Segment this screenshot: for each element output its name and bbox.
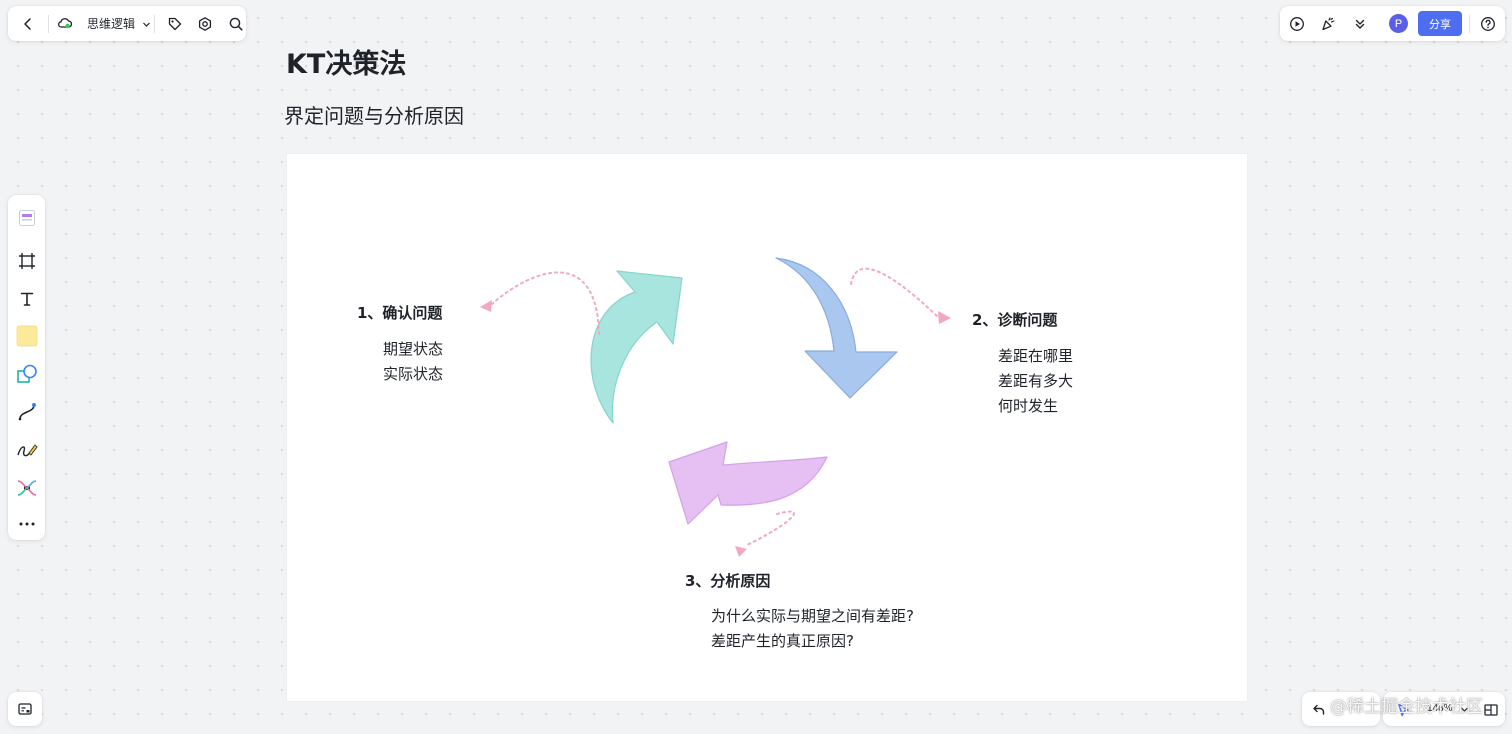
fit-screen-icon[interactable] — [1479, 698, 1503, 722]
step-2-title[interactable]: 2、诊断问题 — [972, 311, 1058, 329]
pointer-icon[interactable] — [1391, 698, 1415, 722]
top-left-toolbar: 思维逻辑 — [8, 6, 246, 41]
zoom-level[interactable]: 148% — [1427, 703, 1453, 714]
tag-icon[interactable] — [163, 12, 187, 36]
page-title: KT决策法 — [286, 49, 407, 80]
collapse-icon[interactable] — [1348, 12, 1372, 36]
connector-step-1[interactable] — [480, 271, 600, 335]
avatar[interactable]: P — [1389, 14, 1408, 33]
minimap-toggle[interactable] — [8, 692, 42, 726]
text-icon[interactable] — [14, 286, 39, 311]
chevron-down-icon[interactable] — [1457, 701, 1471, 717]
connector-icon[interactable] — [14, 399, 39, 424]
purple-cycle-arrow[interactable] — [668, 441, 828, 525]
play-icon[interactable] — [1285, 12, 1309, 36]
sticky-note-icon[interactable] — [14, 323, 39, 348]
step-1-line[interactable]: 期望状态 — [383, 340, 444, 358]
step-2-line[interactable]: 何时发生 — [998, 397, 1059, 415]
doc-name-dropdown[interactable]: 思维逻辑 — [87, 15, 151, 32]
chevron-down-icon — [142, 18, 151, 32]
help-icon[interactable] — [1476, 12, 1500, 36]
frame-icon[interactable] — [14, 248, 39, 273]
toolbar-divider — [48, 15, 49, 33]
page-subtitle: 界定问题与分析原因 — [284, 104, 464, 128]
step-3-line[interactable]: 差距产生的真正原因? — [711, 632, 854, 650]
connector-step-2[interactable] — [850, 267, 951, 324]
cycle-diagram — [480, 257, 951, 557]
celebrate-icon[interactable] — [1316, 12, 1340, 36]
toolbar-divider — [1469, 15, 1470, 33]
toolbar-divider — [154, 15, 155, 33]
template-icon[interactable] — [14, 205, 39, 230]
back-icon[interactable] — [16, 12, 40, 36]
step-2-line[interactable]: 差距在哪里 — [998, 347, 1074, 365]
undo-icon[interactable] — [1307, 697, 1331, 721]
step-2-line[interactable]: 差距有多大 — [998, 372, 1074, 390]
more-icon[interactable] — [14, 511, 39, 536]
step-3-line[interactable]: 为什么实际与期望之间有差距? — [711, 607, 914, 625]
teal-cycle-arrow[interactable] — [590, 270, 683, 424]
doc-name: 思维逻辑 — [87, 17, 136, 31]
settings-icon[interactable] — [193, 12, 217, 36]
top-right-toolbar: P 分享 — [1280, 6, 1505, 41]
blue-cycle-arrow[interactable] — [775, 257, 898, 399]
mindmap-icon[interactable] — [14, 475, 39, 500]
minimap-icon — [13, 697, 37, 721]
zoom-panel: 148% — [1383, 692, 1505, 726]
shape-icon[interactable] — [14, 361, 39, 386]
step-1-title[interactable]: 1、确认问题 — [357, 304, 443, 322]
step-1-line[interactable]: 实际状态 — [383, 365, 444, 383]
diagram-card[interactable]: 1、确认问题 期望状态 实际状态 2、诊断问题 差距在哪里 差距有多大 何时发生… — [287, 154, 1247, 701]
history-panel — [1302, 692, 1380, 726]
pen-icon[interactable] — [14, 438, 39, 463]
connector-step-3[interactable] — [735, 510, 795, 557]
search-icon[interactable] — [224, 12, 248, 36]
share-button[interactable]: 分享 — [1418, 11, 1462, 36]
cloud-icon — [55, 13, 75, 33]
left-tool-panel — [8, 195, 45, 540]
step-3-title[interactable]: 3、分析原因 — [685, 572, 771, 590]
